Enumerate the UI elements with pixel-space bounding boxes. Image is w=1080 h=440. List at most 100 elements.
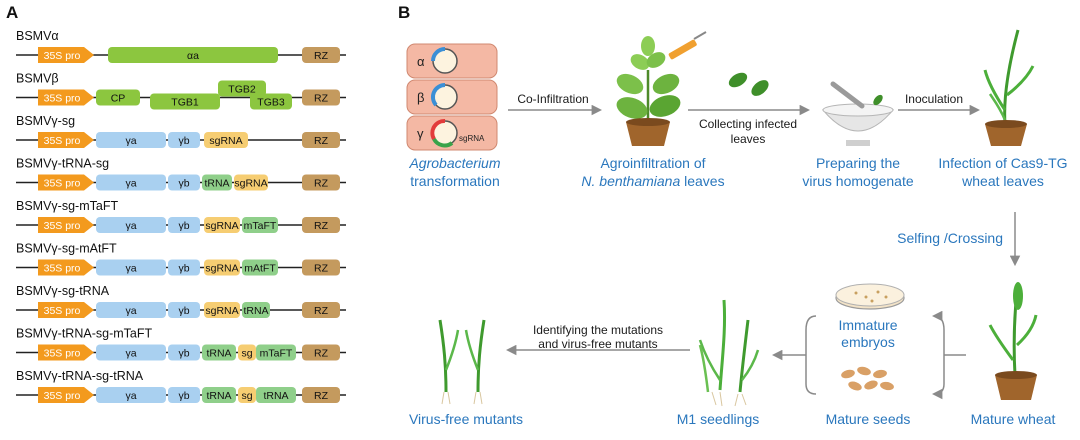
gene-sgrna: [204, 132, 248, 148]
gene-alpha: [108, 47, 278, 63]
gene-label: RZ: [314, 220, 329, 232]
construct-name: BSMVγ-tRNA-sg-tRNA: [16, 369, 144, 383]
gene-label: 35S pro: [44, 348, 81, 360]
gene-label: RZ: [314, 390, 329, 402]
wheat-seedling-icon: [983, 29, 1035, 146]
m1-seedlings-label: M1 seedlings: [677, 411, 760, 427]
agroinfiltration-line1: Agroinfiltration of: [600, 155, 705, 171]
gene-label: γb: [178, 178, 189, 190]
construct-name: BSMVγ-sg-mTaFT: [16, 199, 118, 213]
promoter-arrow: [38, 47, 94, 63]
gene-gamma: [168, 259, 200, 276]
gene-label: RZ: [314, 135, 329, 147]
panel-label-b: B: [398, 3, 410, 22]
promoter-arrow: [38, 344, 94, 361]
infected-leaves-icon: [728, 72, 769, 96]
left-bracket: [805, 315, 817, 395]
virus-free-mutants-icon: [438, 319, 486, 405]
gene-sgrna: [234, 174, 268, 191]
agro-sgrna-label: sgRNA: [459, 134, 485, 143]
mature-wheat-icon: [988, 282, 1038, 400]
gene-gamma: [96, 217, 166, 233]
gene-label: γa: [125, 305, 136, 317]
gene-gamma: [96, 259, 166, 276]
gene-gamma: [96, 387, 166, 403]
gene-gamma: [168, 174, 200, 191]
mature-seeds-label: Mature seeds: [826, 411, 911, 427]
gene-label: γb: [178, 390, 189, 402]
gene-gamma: [96, 302, 166, 318]
gene-label: 35S pro: [44, 178, 81, 190]
construct-name: BSMVα: [16, 29, 59, 43]
gene-label: tRNA: [206, 390, 231, 402]
construct-name: BSMVγ-sg-tRNA: [16, 284, 110, 298]
gene-label: sgRNA: [209, 135, 242, 147]
construct-name: BSMVγ-sg-mAtFT: [16, 242, 117, 256]
prep-line2: virus homogenate: [802, 173, 914, 189]
seed-embryo-bracket: [931, 310, 945, 400]
gene-sgrna: [238, 344, 256, 361]
gene-gamma: [96, 132, 166, 148]
agro-gamma-label: γ: [417, 126, 424, 141]
gene-label: γb: [178, 220, 189, 232]
immature-embryos-line1: Immature: [838, 317, 897, 333]
promoter-arrow: [38, 259, 94, 276]
mature-seeds-icon: [841, 366, 894, 391]
construct-name: BSMVγ-sg: [16, 114, 75, 128]
gene-label: RZ: [314, 50, 329, 62]
gene-gamma: [168, 302, 200, 318]
agro-alpha-label: α: [417, 54, 425, 69]
gene-label: 35S pro: [44, 135, 81, 147]
gene-label: γb: [178, 305, 189, 317]
gene-label: γa: [125, 263, 136, 275]
gene-rz: [302, 89, 340, 106]
gene-rz: [302, 259, 340, 276]
identifying-line1: Identifying the mutations: [533, 323, 663, 337]
gene-trna: [242, 302, 270, 318]
gene-label: 35S pro: [44, 305, 81, 317]
gene-label: RZ: [314, 93, 329, 105]
gene-gamma: [168, 344, 200, 361]
gene-rz: [302, 47, 340, 63]
gene-rz: [302, 217, 340, 233]
panel-label-a: A: [6, 3, 18, 22]
gene-label: mTaFT: [244, 220, 277, 232]
construct-row: BSMVγ-sg-mAtFT 35S pro γa γb sgRNA mAtFT RZ: [16, 242, 346, 276]
gene-sgrna: [204, 302, 240, 318]
virus-free-mutants-label: Virus-free mutants: [409, 411, 523, 427]
gene-label: RZ: [314, 263, 329, 275]
gene-label: mAtFT: [244, 263, 276, 275]
gene-tgb2: [218, 80, 266, 97]
gene-label: 35S pro: [44, 50, 81, 62]
gene-label: γb: [178, 348, 189, 360]
gene-gamma: [96, 344, 166, 361]
gene-label: 35S pro: [44, 263, 81, 275]
construct-name: BSMVγ-tRNA-sg: [16, 157, 109, 171]
gene-rz: [302, 174, 340, 191]
benthamiana-name: N. benthamiana: [581, 173, 680, 189]
construct-name: BSMVγ-tRNA-sg-mTaFT: [16, 327, 152, 341]
gene-label: γb: [178, 263, 189, 275]
gene-label: sg: [241, 348, 252, 360]
gene-label: TGB3: [257, 97, 285, 109]
gene-label: sgRNA: [205, 263, 238, 275]
petri-dish-icon: [835, 283, 905, 310]
gene-label: γb: [178, 135, 189, 147]
gene-tgb1: [150, 93, 220, 110]
agro-beta-label: β: [417, 90, 424, 105]
gene-label: γa: [125, 348, 136, 360]
gene-sgrna: [204, 217, 240, 233]
promoter-arrow: [38, 302, 94, 318]
m1-seedlings-icon: [698, 299, 760, 407]
gene-trna: [242, 217, 278, 233]
gene-rz: [302, 132, 340, 148]
gene-trna: [242, 259, 278, 276]
gene-gamma: [168, 387, 200, 403]
gene-sgrna: [238, 387, 256, 403]
gene-trna: [202, 344, 236, 361]
